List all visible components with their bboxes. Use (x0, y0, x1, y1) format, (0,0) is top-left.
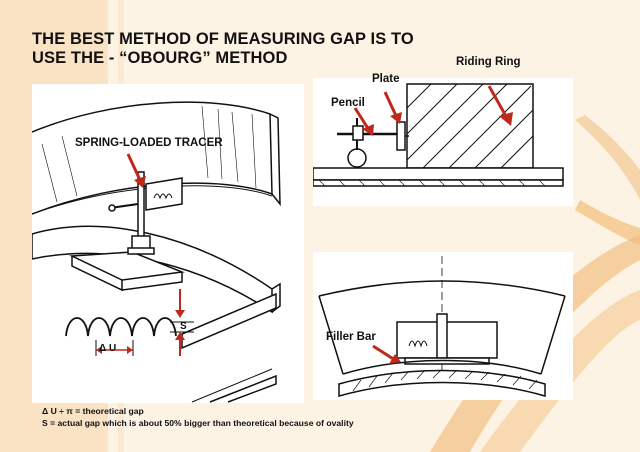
plate-arrow (383, 91, 399, 119)
title-line-1: THE BEST METHOD OF MEASURING GAP IS TO (32, 30, 414, 48)
s-label: S (180, 321, 187, 332)
riding-ring-arrow (487, 85, 509, 119)
pencil-wheel (347, 148, 367, 168)
filler-bar-arrow (372, 344, 396, 362)
riding-ring-label: Riding Ring (456, 56, 521, 68)
footnote-actual-gap: S = actual gap which is about 50% bigger… (42, 418, 354, 428)
gap-arrows (96, 289, 185, 356)
delta-u-label: Δ U (99, 343, 117, 354)
plate-label: Plate (372, 73, 400, 85)
tracer-label: SPRING-LOADED TRACER (75, 137, 223, 149)
pencil-plate-panel (313, 78, 573, 206)
tyre-arc-outer (318, 280, 566, 297)
pad-bar (181, 292, 277, 350)
pencil-plate-diagram (313, 83, 564, 187)
footnote-theoretical-gap: Δ U ÷ π = theoretical gap (42, 406, 144, 416)
ring-arc-inner (338, 369, 546, 397)
tyre-band (32, 101, 273, 215)
base-rail (313, 167, 564, 181)
page-title: THE BEST METHOD OF MEASURING GAP IS TO U… (32, 30, 512, 68)
tracer-diagram (32, 101, 281, 403)
filler-bar-panel (313, 252, 573, 400)
filler-bar-diagram (318, 256, 566, 397)
pencil-label: Pencil (331, 97, 365, 109)
trace-curve (65, 317, 177, 337)
pencil-arrow (353, 107, 371, 131)
tracer-arrow (126, 153, 146, 188)
plate (396, 121, 406, 151)
filler-bar-label: Filler Bar (326, 331, 376, 343)
tracer-diagram-panel (32, 84, 304, 403)
riding-ring-block (406, 83, 534, 169)
title-line-2: USE THE - “OBOURG” METHOD (32, 49, 288, 67)
